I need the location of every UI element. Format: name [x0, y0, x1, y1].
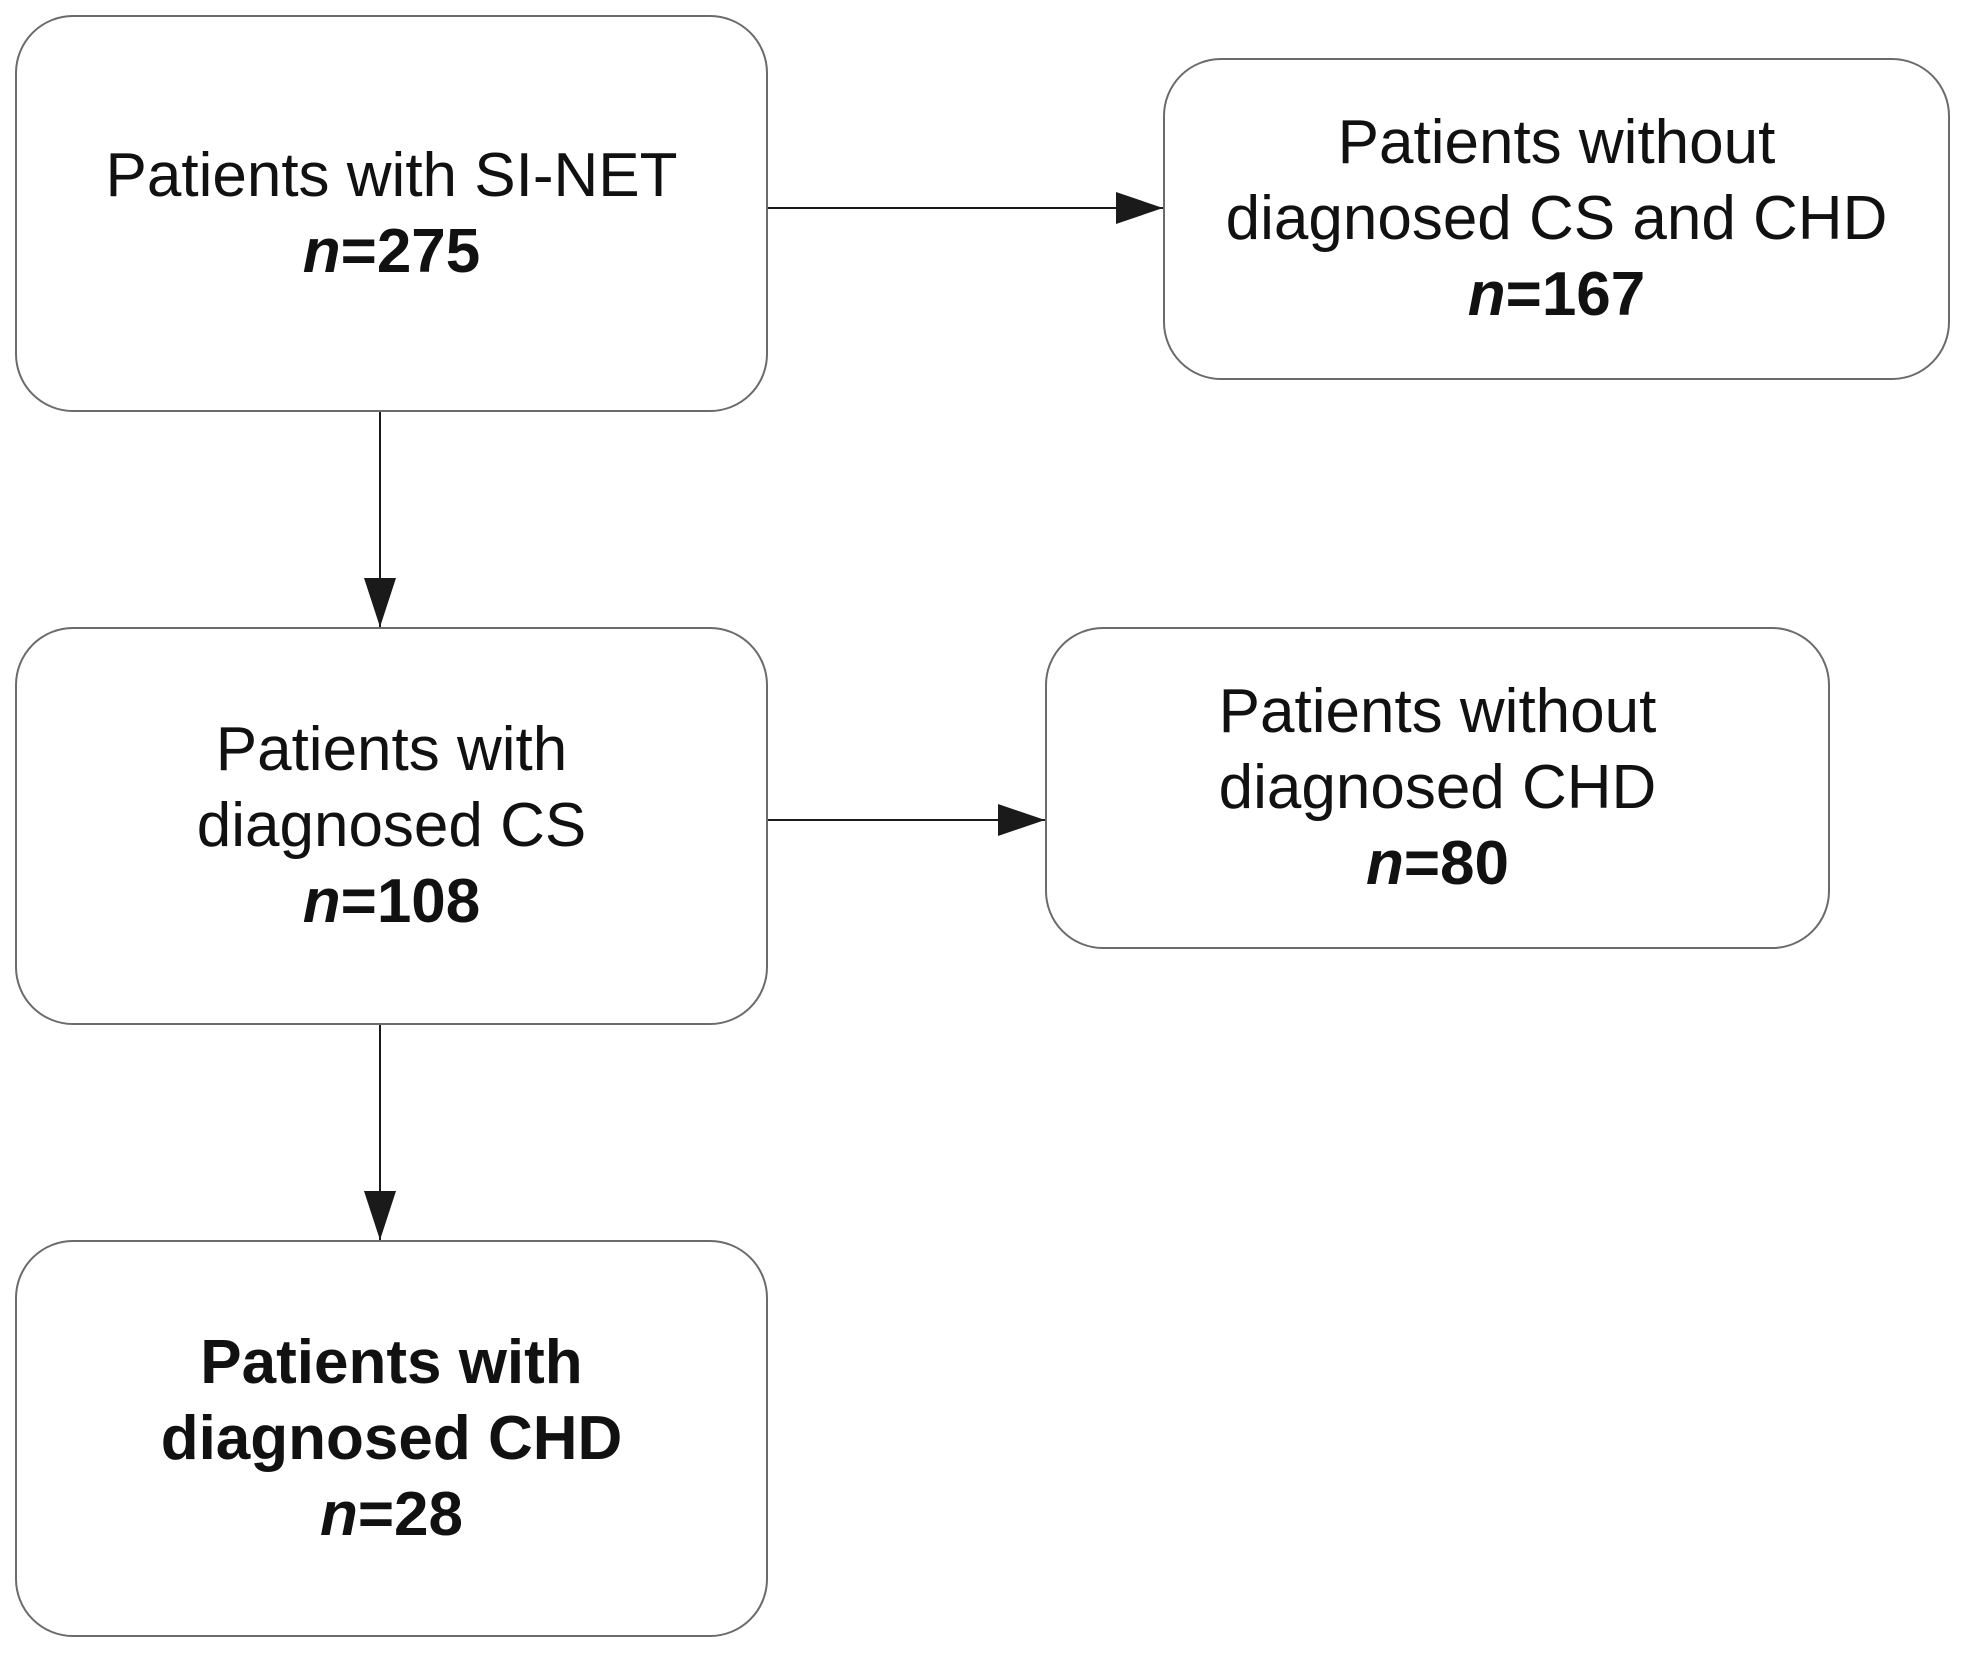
- arrowhead-cs-to-chd: [364, 1191, 396, 1240]
- count-n: n: [319, 1479, 358, 1549]
- arrowhead-cs-to-no-chd: [998, 804, 1045, 836]
- arrowhead-all-to-cs: [364, 578, 396, 627]
- count-value: =275: [340, 216, 481, 286]
- node-count: n=167: [1468, 257, 1646, 333]
- node-label-line: Patients without: [1337, 108, 1776, 177]
- node-label-line: diagnosed CHD: [1218, 753, 1657, 822]
- node-patients-without-chd: Patients without diagnosed CHD n=80: [1045, 627, 1830, 949]
- node-patients-without-cs-and-chd: Patients without diagnosed CS and CHD n=…: [1163, 58, 1950, 380]
- count-value: =80: [1403, 829, 1510, 898]
- arrowhead-all-to-no-cs: [1116, 192, 1163, 224]
- node-label-line: diagnosed CS: [196, 791, 587, 860]
- node-label-line: Patients with SI-NET: [105, 140, 678, 210]
- count-n: n: [1467, 260, 1506, 329]
- node-label-line: diagnosed CHD: [160, 1403, 623, 1473]
- node-count: n=275: [303, 214, 481, 290]
- count-n: n: [302, 216, 341, 286]
- count-n: n: [302, 867, 341, 936]
- node-count: n=28: [320, 1477, 463, 1553]
- node-label-line: Patients without: [1218, 677, 1657, 746]
- node-label-line: diagnosed CS and CHD: [1225, 184, 1888, 253]
- count-n: n: [1365, 829, 1404, 898]
- count-value: =108: [340, 867, 481, 936]
- count-value: =28: [357, 1479, 464, 1549]
- count-value: =167: [1505, 260, 1646, 329]
- node-count: n=108: [303, 864, 481, 940]
- node-patients-with-cs: Patients with diagnosed CS n=108: [15, 627, 768, 1025]
- node-patients-with-si-net: Patients with SI-NET n=275: [15, 15, 768, 412]
- node-label-line: Patients with: [200, 1327, 583, 1397]
- node-patients-with-chd: Patients with diagnosed CHD n=28: [15, 1240, 768, 1637]
- node-label-line: Patients with: [215, 715, 568, 784]
- node-count: n=80: [1366, 826, 1509, 902]
